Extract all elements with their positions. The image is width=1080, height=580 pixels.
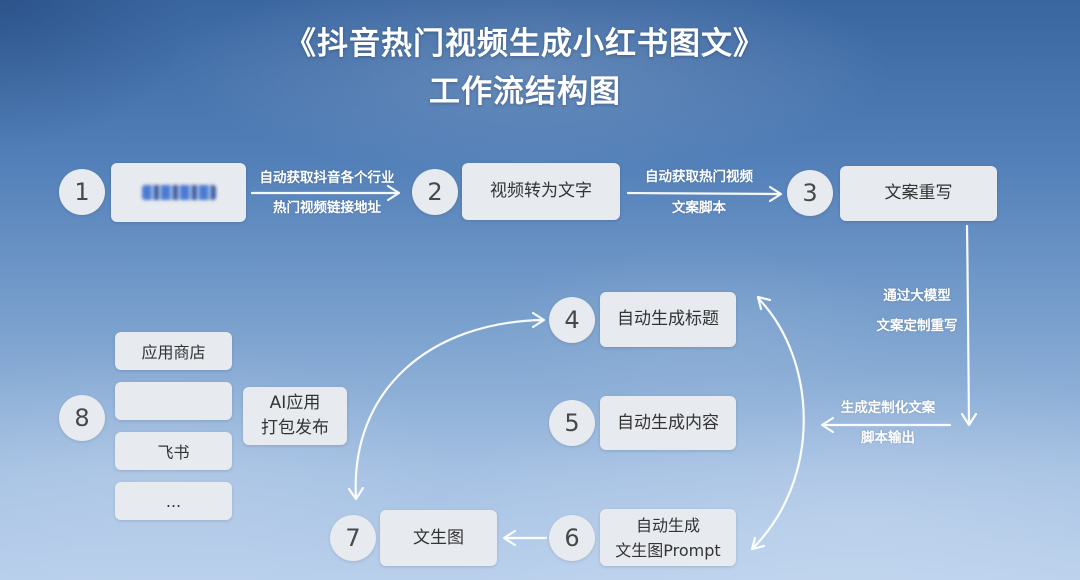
platform-item <box>115 382 232 420</box>
arrow-step3-down <box>960 224 978 427</box>
step-1-box <box>111 163 246 222</box>
platform-item: 应用商店 <box>115 332 232 370</box>
edge-label-rewrite-line-2: 文案定制重写 <box>876 318 958 334</box>
step-4-box: 自动生成标题 <box>600 292 736 347</box>
diagram-title: 《抖音热门视频生成小红书图文》 工作流结构图 <box>225 20 825 116</box>
step-6-label-line-2: 文生图Prompt <box>615 540 721 560</box>
step-6-box: 自动生成 文生图Prompt <box>600 509 736 566</box>
platform-list: 应用商店 飞书 ... <box>115 332 232 520</box>
redacted-text <box>141 185 216 200</box>
step-8-label-line-2: 打包发布 <box>261 418 329 438</box>
arrow-step6-to-step7 <box>502 529 548 547</box>
edge-label-step2-above: 自动获取热门视频 <box>645 169 753 185</box>
edge-label-output-line-1: 生成定制化文案 <box>840 400 936 416</box>
step-3-label: 文案重写 <box>884 183 953 203</box>
step-5-label: 自动生成内容 <box>617 412 719 433</box>
arrow-output-left <box>820 416 952 434</box>
step-2-number: 2 <box>412 169 458 215</box>
title-line-1: 《抖音热门视频生成小红书图文》 <box>285 26 765 62</box>
platform-item: 飞书 <box>115 432 232 470</box>
title-line-2: 工作流结构图 <box>429 74 621 110</box>
arc-step4-to-step6 <box>750 295 805 551</box>
edge-label-step2-below: 文案脚本 <box>672 200 726 216</box>
step-1-number: 1 <box>59 169 105 215</box>
step-3-number: 3 <box>787 170 833 216</box>
edge-label-output-line-2: 脚本输出 <box>861 430 915 446</box>
step-2-label: 视频转为文字 <box>490 181 592 201</box>
step-4-number: 4 <box>549 297 595 343</box>
step-7-box: 文生图 <box>380 510 497 566</box>
step-2-box: 视频转为文字 <box>462 163 620 220</box>
step-8-box: AI应用 打包发布 <box>243 387 347 445</box>
step-5-box: 自动生成内容 <box>600 396 736 450</box>
step-8-number: 8 <box>59 395 105 441</box>
platform-item: ... <box>115 482 232 520</box>
step-8-label-line-1: AI应用 <box>269 393 321 413</box>
step-6-number: 6 <box>549 515 595 561</box>
edge-label-step1-above: 自动获取抖音各个行业 <box>259 170 395 186</box>
arc-step7-to-step4 <box>347 311 546 501</box>
step-7-number: 7 <box>330 515 376 561</box>
step-4-label: 自动生成标题 <box>617 309 719 329</box>
edge-label-rewrite-line-1: 通过大模型 <box>883 288 951 304</box>
arrow-step1-to-step2 <box>250 184 401 202</box>
step-7-label: 文生图 <box>413 527 464 548</box>
step-3-box: 文案重写 <box>840 166 997 221</box>
edge-label-step1-below: 热门视频链接地址 <box>273 200 381 216</box>
arrow-step2-to-step3 <box>626 185 783 203</box>
step-6-label-line-1: 自动生成 <box>635 515 700 535</box>
step-5-number: 5 <box>549 400 595 446</box>
